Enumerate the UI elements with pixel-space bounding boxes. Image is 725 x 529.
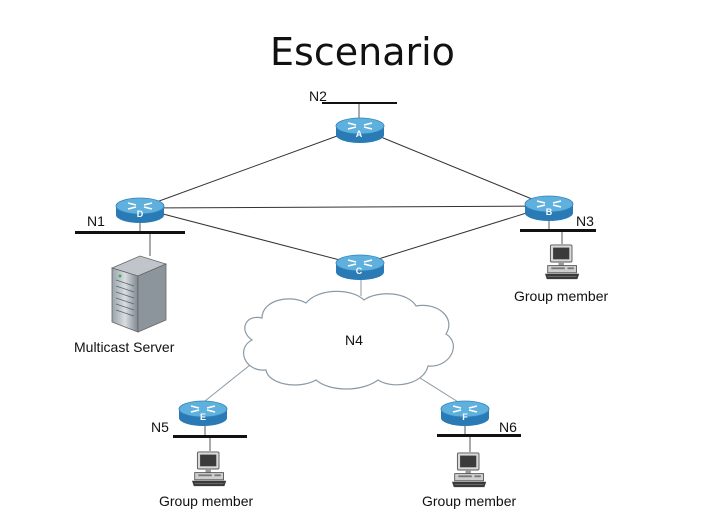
router-a-label: A (356, 129, 363, 139)
server-label: Multicast Server (74, 339, 175, 355)
segment-n1 (75, 231, 185, 234)
segments (75, 102, 596, 438)
member-b-label: Group member (514, 288, 608, 304)
link-n4-f (419, 377, 464, 406)
server-icon[interactable] (110, 255, 168, 333)
router-b[interactable]: B (524, 195, 574, 222)
network-n1-label: N1 (87, 213, 105, 229)
desktop-pc-icon[interactable] (192, 451, 227, 487)
router-a[interactable]: A (335, 117, 385, 144)
network-n5-label: N5 (151, 419, 169, 435)
router-b-label: B (546, 207, 553, 217)
router-e-label: E (200, 412, 206, 422)
segment-n3 (520, 229, 596, 232)
link-d-a (139, 127, 360, 209)
page-title: Escenario (270, 30, 455, 74)
segment-n5 (173, 435, 247, 438)
link-d-b (139, 205, 550, 209)
segment-n6 (437, 434, 521, 437)
router-c-label: C (356, 266, 363, 276)
segment-n2 (322, 102, 397, 104)
network-n2-label: N2 (309, 88, 327, 104)
router-f-label: F (462, 412, 468, 422)
member-f-label: Group member (422, 493, 516, 509)
links (139, 127, 550, 266)
router-d[interactable]: D (115, 197, 165, 224)
cloud-links (199, 278, 464, 406)
member-e-label: Group member (159, 493, 253, 509)
router-f[interactable]: F (440, 400, 490, 427)
link-d-c (139, 207, 360, 266)
link-n4-e (199, 364, 251, 406)
desktop-pc-icon[interactable] (452, 452, 487, 488)
link-c-b (358, 205, 550, 266)
network-n3-label: N3 (576, 213, 594, 229)
router-c[interactable]: C (335, 254, 385, 281)
router-d-label: D (137, 209, 144, 219)
router-e[interactable]: E (178, 400, 228, 427)
cloud-icon (243, 290, 454, 390)
desktop-pc-icon[interactable] (545, 244, 580, 280)
link-a-b (358, 127, 550, 207)
network-n6-label: N6 (499, 419, 517, 435)
network-n4-label: N4 (345, 332, 363, 348)
